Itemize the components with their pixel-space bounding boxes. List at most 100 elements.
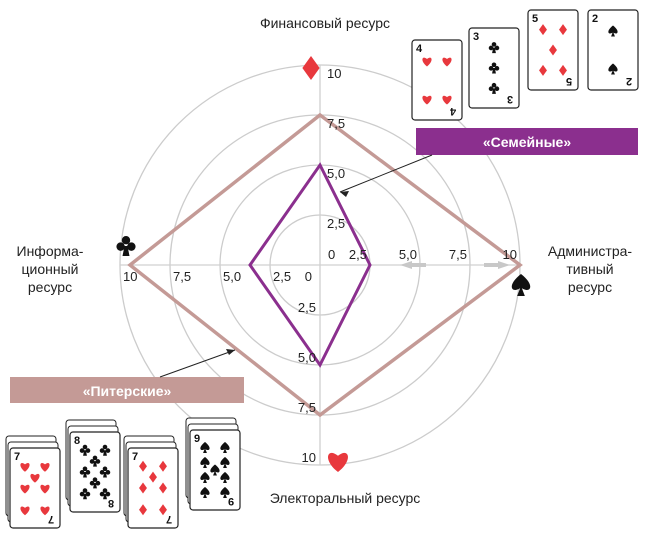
card-piterskie-3-pip-0 — [200, 442, 210, 454]
card-semeinye-2-rank-bottom: 5 — [566, 75, 572, 87]
card-semeinye-1: 33 — [468, 27, 520, 109]
card-piterskie-1-rank-top: 8 — [74, 435, 80, 447]
card-semeinye-3-face — [587, 9, 639, 91]
card-piterskie-3-pip-1 — [220, 442, 230, 454]
pointer-arrow-semeinye — [340, 191, 349, 197]
tick-center-upper: 0 — [328, 247, 335, 262]
card-piterskie-1-pip-0 — [79, 444, 91, 456]
card-semeinye-3-pip-0 — [608, 25, 618, 37]
tick-info-2: 7,5 — [173, 269, 191, 284]
card-semeinye-1-rank-bottom: 3 — [507, 93, 513, 105]
card-piterskie-3-pip-8 — [220, 486, 230, 498]
card-piterskie-1-pip-3 — [79, 466, 91, 478]
tick-finance-2: 7,5 — [327, 116, 345, 131]
axis-title-finance-line-0: Финансовый ресурс — [260, 15, 390, 31]
card-semeinye-2-pip-3 — [539, 64, 547, 76]
legend-label-semeinye: «Семейные» — [483, 134, 571, 150]
card-piterskie-1-pip-4 — [99, 466, 111, 478]
diamond-icon — [302, 56, 320, 80]
card-piterskie-0-pip-3 — [20, 484, 30, 494]
card-piterskie-3-pip-2 — [200, 457, 210, 469]
card-semeinye-1-pip-1 — [488, 62, 500, 74]
card-semeinye-3-rank-bottom: 2 — [626, 75, 632, 87]
tick-electoral-2: 7,5 — [298, 400, 316, 415]
card-piterskie-2: 77 — [123, 435, 179, 529]
card-piterskie-2-pip-2 — [149, 471, 157, 483]
card-semeinye-3: 22 — [587, 9, 639, 91]
axis-title-info-line-2: ресурс — [28, 279, 72, 295]
card-piterskie-2-pip-6 — [159, 504, 167, 516]
legend-label-piterskie: «Питерские» — [83, 383, 172, 399]
card-piterskie-2-pip-5 — [139, 504, 147, 516]
card-piterskie-3-pip-7 — [200, 486, 210, 498]
card-piterskie-1-pip-1 — [99, 444, 111, 456]
tick-admin-0: 2,5 — [349, 247, 367, 262]
card-semeinye-0-pip-2 — [422, 95, 432, 105]
axis-title-admin: Администра-тивный ресурс — [548, 243, 632, 295]
arrow-marker-inner — [400, 261, 426, 269]
card-semeinye-0-pip-1 — [442, 57, 452, 67]
arrow-marker-outer — [484, 261, 510, 269]
tick-center-lower: 0 — [305, 269, 312, 284]
card-semeinye-2-rank-top: 5 — [532, 13, 538, 25]
card-semeinye-3-rank-top: 2 — [592, 13, 598, 25]
pointer-arrow-piterskie — [226, 349, 235, 355]
card-piterskie-2-rank-top: 7 — [132, 451, 138, 463]
card-piterskie-1-pip-7 — [99, 488, 111, 500]
card-piterskie-0-pip-5 — [20, 506, 30, 516]
card-piterskie-3-rank-top: 9 — [194, 433, 200, 445]
axis-title-electoral-line-0: Электоральный ресурс — [270, 490, 421, 506]
axis-title-admin-line-2: ресурс — [568, 279, 612, 295]
card-semeinye-0-rank-top: 4 — [416, 43, 423, 55]
card-piterskie-1-rank-bottom: 8 — [108, 497, 114, 509]
axis-title-admin-line-1: тивный — [566, 261, 613, 277]
card-piterskie-1-pip-5 — [89, 477, 101, 489]
card-piterskie-1-pip-2 — [89, 455, 101, 467]
card-piterskie-0-rank-top: 7 — [14, 451, 20, 463]
axes — [120, 65, 520, 465]
tick-finance-0: 2,5 — [327, 216, 345, 231]
card-piterskie-0: 77 — [5, 435, 61, 529]
card-semeinye-2-pip-0 — [539, 24, 547, 36]
card-piterskie-3-pip-4 — [210, 464, 220, 476]
card-piterskie-3-rank-bottom: 9 — [228, 495, 234, 507]
card-piterskie-3: 99 — [185, 417, 241, 511]
club-icon — [116, 236, 136, 256]
card-piterskie-3-pip-3 — [220, 457, 230, 469]
card-semeinye-1-pip-0 — [488, 42, 500, 54]
card-piterskie-0-pip-0 — [20, 462, 30, 472]
card-piterskie-2-pip-0 — [139, 460, 147, 472]
tick-electoral-3: 10 — [302, 450, 316, 465]
card-piterskie-2-pip-1 — [159, 460, 167, 472]
card-semeinye-2-pip-2 — [549, 44, 557, 56]
heart-icon — [328, 452, 348, 472]
card-piterskie-0-pip-4 — [40, 484, 50, 494]
tick-info-3: 10 — [123, 269, 137, 284]
series-layer — [127, 112, 523, 418]
tick-electoral-0: 2,5 — [298, 300, 316, 315]
tick-electoral-1: 5,0 — [298, 350, 316, 365]
card-semeinye-0-pip-0 — [422, 57, 432, 67]
legend: «Семейные» «Питерские» — [10, 128, 638, 403]
tick-info-1: 5,0 — [223, 269, 241, 284]
card-semeinye-0-pip-3 — [442, 95, 452, 105]
card-semeinye-1-pip-2 — [488, 82, 500, 94]
series-semeinye-polygon — [248, 162, 372, 368]
series-piterskie-polygon — [127, 112, 523, 418]
tick-admin-2: 7,5 — [449, 247, 467, 262]
tick-finance-3: 10 — [327, 66, 341, 81]
axis-title-electoral: Электоральный ресурс — [270, 490, 421, 506]
card-piterskie-3-pip-6 — [220, 471, 230, 483]
axis-title-admin-line-0: Администра- — [548, 243, 632, 259]
card-semeinye-0-rank-bottom: 4 — [449, 105, 456, 117]
axis-title-finance: Финансовый ресурс — [260, 15, 390, 31]
card-piterskie-0-pip-1 — [40, 462, 50, 472]
card-piterskie-2-pip-3 — [139, 482, 147, 494]
card-piterskie-0-pip-6 — [40, 506, 50, 516]
pointer-line-piterskie — [159, 349, 236, 378]
card-semeinye-2-pip-4 — [559, 64, 567, 76]
